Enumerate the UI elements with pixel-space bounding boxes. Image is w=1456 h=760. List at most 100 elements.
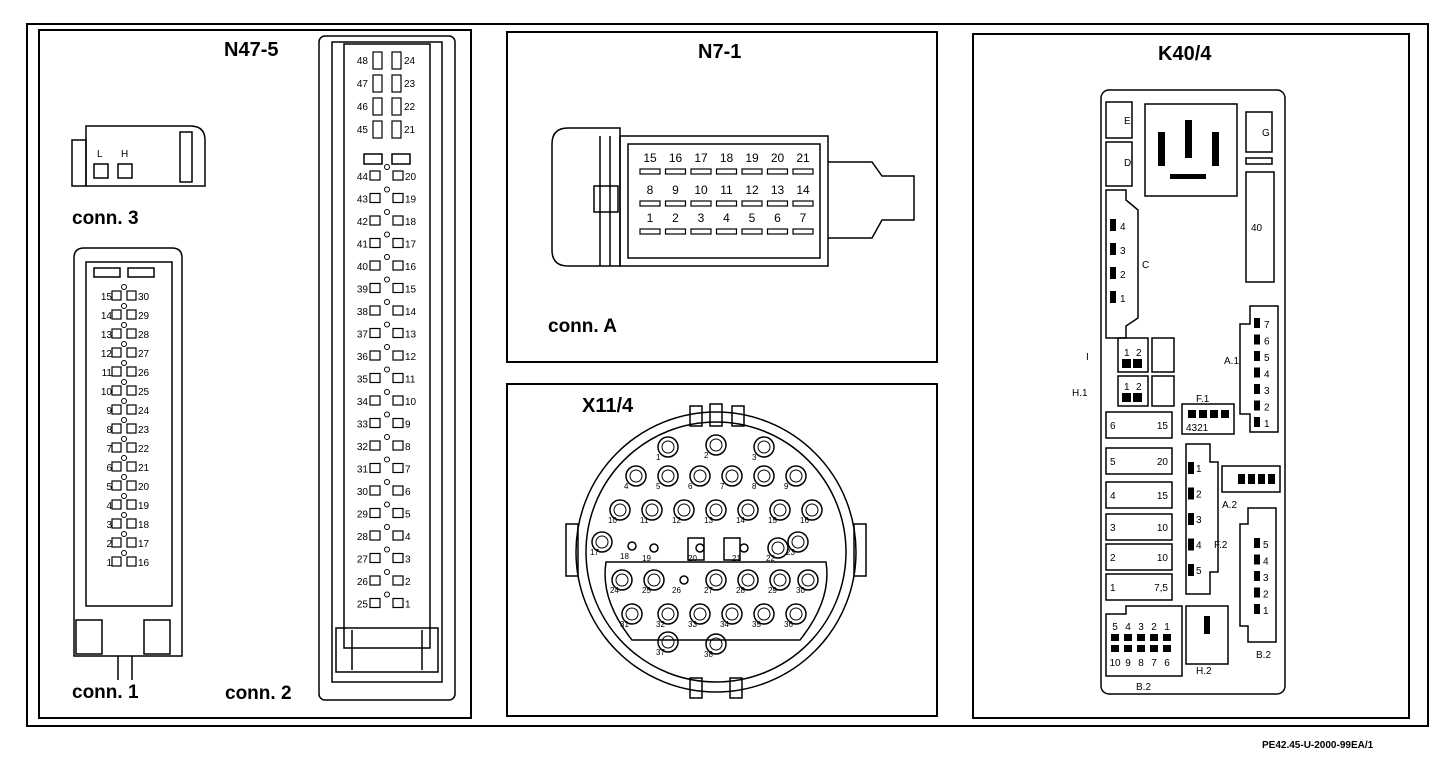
conn-2-pin-hole (384, 344, 390, 350)
x11-pin-inner (615, 573, 629, 587)
conn-2-pin-label: 47 (357, 79, 369, 90)
conn-1-pin (111, 499, 122, 510)
x11-bottom-tab (689, 677, 703, 699)
conn-a-pin-label: 17 (694, 151, 708, 165)
x11-pin-inner (595, 535, 609, 549)
conn-a-pin (639, 228, 661, 235)
conn-1-diagram (73, 247, 183, 680)
conn-2-pin-hole (384, 456, 390, 463)
conn-2-pin-hole (384, 164, 390, 170)
x11-pin-label: 18 (620, 552, 629, 561)
conn-1-pin (126, 309, 137, 320)
conn-1-pin (111, 461, 122, 472)
conn-2-pin-label: 43 (357, 195, 369, 206)
x11-pin-label: 36 (784, 620, 793, 629)
conn-2-pin-hole (384, 389, 390, 395)
k40-a2-pin (1258, 474, 1265, 484)
x11-pin-label: 9 (784, 482, 789, 491)
x11-pin (705, 569, 727, 591)
k40-relay-prong (1170, 174, 1206, 179)
k40-fuse-number: 6 (1110, 421, 1116, 432)
conn-2-pin (392, 260, 404, 271)
conn-a-pin-label: 14 (796, 183, 810, 197)
conn-1-foot-left (75, 619, 103, 655)
x11-pin (705, 633, 727, 655)
x11-pin-inner (613, 503, 627, 517)
panel-n7-1-frame (506, 31, 938, 363)
k40-fuse-amp: 15 (1157, 421, 1169, 432)
x11-pin-label: 27 (704, 586, 713, 595)
k40-socket-b2-right (1239, 507, 1277, 643)
k40-fuse-number: 4 (1110, 491, 1116, 502)
k40-b2-bottom-pin (1137, 645, 1145, 652)
conn-2-pin-hole (384, 276, 390, 283)
x11-pin (769, 569, 791, 591)
k40-b2-bottom-label: 6 (1164, 658, 1170, 669)
k40-fuse-number: 3 (1110, 523, 1116, 534)
conn-2-pin-label: 5 (405, 510, 411, 521)
conn-2-pin-hole (384, 569, 390, 575)
drawing-reference: PE42.45-U-2000-99EA/1 (1262, 740, 1374, 751)
conn-2-pin (392, 395, 404, 406)
k40-f1-pin (1199, 410, 1207, 418)
k40-fuse-number: 1 (1110, 583, 1116, 594)
conn-1-pin-label: 3 (106, 520, 112, 531)
x11-pin-inner (791, 535, 805, 549)
conn-1-pin (126, 404, 137, 415)
x11-pin (609, 499, 631, 521)
conn-2-pin (392, 327, 404, 339)
x11-pin-inner (725, 469, 739, 483)
conn-2-pin (392, 282, 404, 294)
x11-pin-label: 22 (766, 554, 775, 563)
panel-k40-4: K40/4 (972, 33, 1410, 719)
conn-2-pin-label: 17 (405, 240, 417, 251)
conn-2-pin-label: 27 (357, 555, 369, 566)
k40-main-relay-prongs (1158, 120, 1219, 179)
conn-1-pin-label: 17 (138, 539, 150, 550)
x11-pin-inner (693, 469, 707, 483)
k40-socket-h2 (1185, 605, 1229, 665)
conn-1-pin (126, 366, 137, 377)
x11-pin-label: 30 (796, 586, 805, 595)
conn-1-pin-label: 7 (106, 444, 112, 455)
conn-2-pin (369, 395, 381, 406)
x11-pin (767, 537, 789, 559)
x11-pin-label: 28 (736, 586, 745, 595)
conn-2-pin (369, 260, 381, 271)
k40-socket-h1-aux (1151, 375, 1175, 407)
conn-1-pin-hole (121, 379, 127, 385)
x11-bottom-tab (729, 677, 743, 699)
conn-2-pin (392, 215, 404, 226)
conn-1-pin-hole (121, 493, 127, 499)
conn-1-pin-label: 28 (138, 330, 150, 341)
conn-1-pin (111, 309, 122, 320)
conn-2-pin-label: 7 (405, 465, 411, 476)
conn-2-pin-label: 13 (405, 330, 417, 341)
conn-a-pin-label: 3 (698, 211, 705, 225)
conn-a-pin (715, 228, 738, 235)
k40-b2-bottom-pin (1163, 634, 1171, 641)
conn-1-pin (111, 537, 122, 548)
conn-1-pin (111, 556, 122, 567)
conn-2-pin-label: 42 (357, 217, 369, 228)
conn-2-pin-label: 41 (357, 240, 369, 251)
conn-2-pin (372, 97, 383, 116)
k40-b2-top-label: 5 (1112, 622, 1118, 633)
x11-pin-label: 35 (752, 620, 761, 629)
conn-1-pin-hole (121, 474, 127, 480)
k40-a2-pin (1268, 474, 1275, 484)
conn-2-pin (369, 305, 381, 316)
conn-1-pin-hole (121, 512, 127, 518)
x11-pin-inner (757, 440, 771, 454)
conn-2-pin (369, 372, 381, 384)
conn-a-pin (766, 200, 789, 207)
conn-2-pin (392, 170, 404, 181)
conn-a-diagram (551, 127, 915, 267)
conn-2-pin-label: 10 (405, 397, 417, 408)
x11-pin-label: 11 (640, 516, 649, 525)
x11-pin (657, 436, 679, 458)
x11-pin-inner (661, 440, 675, 454)
